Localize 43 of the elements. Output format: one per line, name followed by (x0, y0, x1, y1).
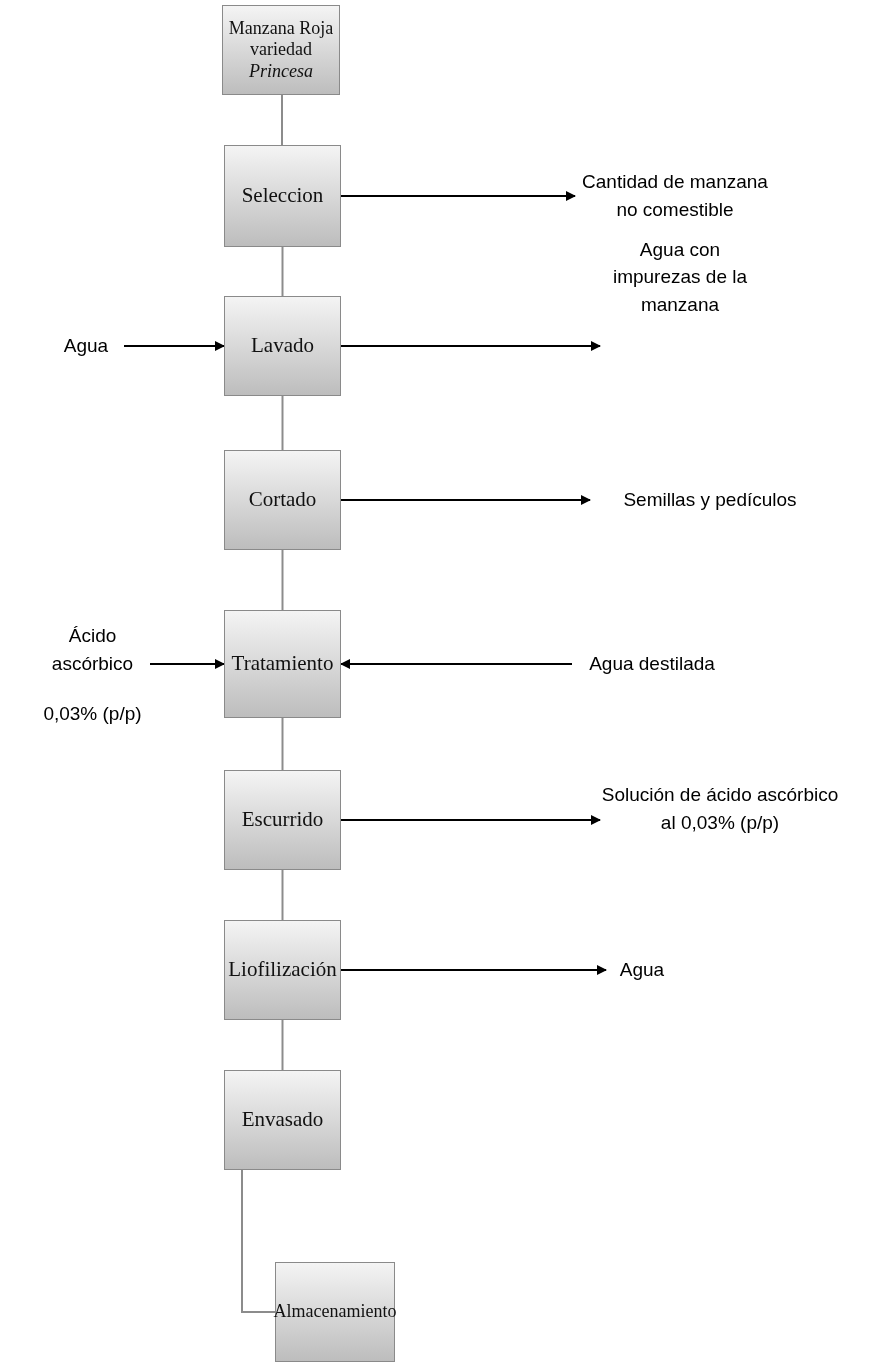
connector-line (281, 395, 284, 451)
input-label: Ácido ascórbico (50, 624, 135, 676)
connector-line (281, 246, 284, 297)
connector-line (281, 94, 283, 146)
stream-label: Cantidad de manzana no comestible (575, 168, 775, 224)
process-box (224, 450, 341, 550)
step-label: Manzana Roja variedad Princesa (227, 17, 335, 83)
process-box (224, 1070, 341, 1170)
step-label: Almacenamiento (273, 1301, 397, 1323)
connector-line (241, 1169, 276, 1313)
process-box (224, 145, 341, 247)
process-box (275, 1262, 395, 1362)
process-box (224, 610, 341, 718)
input-label: 0,03% (p/p) (43, 702, 142, 727)
arrow (149, 659, 225, 669)
arrow (340, 815, 601, 825)
arrow (123, 341, 225, 351)
stream-label: Semillas y pedículos (590, 485, 830, 515)
stream-label: Agua (48, 331, 124, 361)
stream-label: Agua con impurezas de la manzana (600, 232, 760, 322)
connector-line (281, 1019, 284, 1071)
step-label: Seleccion (241, 183, 324, 209)
process-box (224, 920, 341, 1020)
process-box (224, 770, 341, 870)
connector-line (281, 549, 284, 611)
arrow (340, 495, 591, 505)
connector-line (281, 717, 284, 771)
step-label: Lavado (251, 333, 314, 359)
stream-label: Agua (606, 955, 678, 985)
process-box (224, 296, 341, 396)
step-label: Liofilización (228, 957, 337, 983)
arrow (340, 341, 601, 351)
arrow (340, 191, 576, 201)
process-box (222, 5, 340, 95)
stream-label: Agua destilada (572, 649, 732, 679)
arrow (340, 965, 607, 975)
step-label: Envasado (241, 1107, 324, 1133)
stream-label: Solución de ácido ascórbico al 0,03% (p/p) (600, 780, 840, 838)
step-label: Escurrido (241, 807, 324, 833)
step-label: Cortado (248, 487, 317, 513)
connector-line (281, 869, 284, 921)
arrow (340, 659, 573, 669)
step-label: Tratamiento (231, 651, 334, 677)
